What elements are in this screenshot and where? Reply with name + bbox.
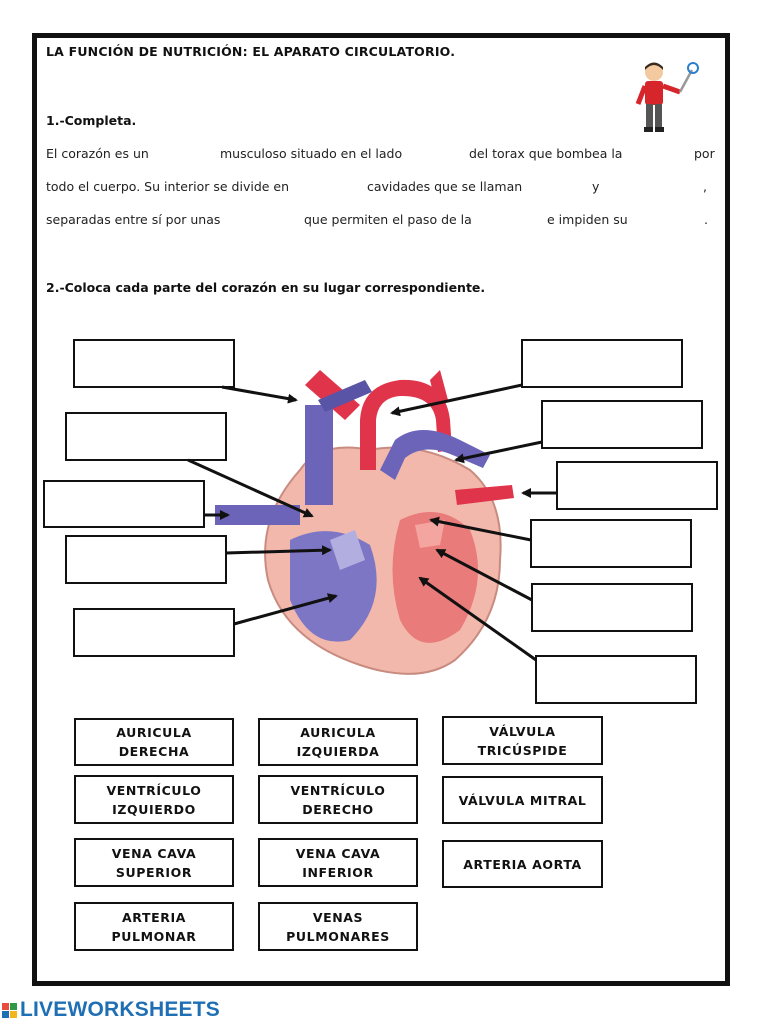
answer-box [521,339,683,388]
answer-box [531,583,693,632]
fill-blank-input[interactable] [306,179,366,199]
arrow [225,545,332,556]
arrow [390,383,523,417]
q1-text: y [592,179,600,194]
word-box[interactable]: VENA CAVA SUPERIOR [74,838,234,887]
answer-box [535,655,697,704]
answer-box [65,535,227,584]
arrow [435,548,533,602]
fill-blank-input[interactable] [480,212,546,232]
answer-box [556,461,718,510]
answer-box [541,400,703,449]
fill-blank-input[interactable] [630,146,692,166]
teacher-avatar-icon [635,62,699,132]
answer-box [73,339,235,388]
q1-text: todo el cuerpo. Su interior se divide en [46,179,290,194]
q1-text: cavidades que se llaman [367,179,523,194]
left-ventricle-shape [392,512,478,643]
liveworksheets-logo[interactable]: LIVEWORKSHEETS [2,998,220,1022]
question-2-label: 2.-Coloca cada parte del corazón en su l… [46,280,486,295]
word-box[interactable]: VENTRÍCULO DERECHO [258,775,418,824]
answer-box [530,519,692,568]
fill-blank-input[interactable] [232,212,304,232]
superior-vena-cava-shape [305,405,333,505]
word-box[interactable]: VENA CAVA INFERIOR [258,838,418,887]
pulmonary-artery-shape [380,430,490,480]
answer-box [65,412,227,461]
aorta-shape [360,379,452,470]
q1-text: separadas entre sí por unas [46,212,221,227]
answer-box [73,608,235,657]
fill-blank-input[interactable] [156,146,218,166]
word-box[interactable]: VÁLVULA TRICÚSPIDE [442,716,603,765]
arrow [221,385,298,404]
q1-text: , [703,179,707,194]
arrow [187,458,314,518]
q1-text: por [694,146,715,161]
q1-text: El corazón es un [46,146,149,161]
q1-text: del torax que bombea la [469,146,623,161]
question-1-label: 1.-Completa. [46,113,137,128]
logo-squares-icon [2,1002,17,1018]
word-box[interactable]: VÁLVULA MITRAL [442,776,603,824]
fill-blank-input[interactable] [632,212,704,232]
word-box[interactable]: AURICULA DERECHA [74,718,234,766]
word-box[interactable]: VENAS PULMONARES [258,902,418,951]
fill-blank-input[interactable] [606,179,704,199]
answer-box [43,480,205,528]
q1-text: e impiden su [547,212,628,227]
logo-text: LIVEWORKSHEETS [20,998,220,1021]
word-box[interactable]: AURICULA IZQUIERDA [258,718,418,766]
word-box[interactable]: VENTRÍCULO IZQUIERDO [74,775,234,824]
q1-text: . [704,212,708,227]
arrow [454,440,543,464]
q1-text: musculoso situado en el lado [220,146,403,161]
arrow [233,593,338,626]
fill-blank-input[interactable] [525,179,593,199]
page-title: LA FUNCIÓN DE NUTRICIÓN: EL APARATO CIRC… [46,44,456,59]
arrow [429,516,532,542]
arrow [418,576,537,662]
word-box[interactable]: ARTERIA AORTA [442,840,603,888]
q1-text: que permiten el paso de la [304,212,472,227]
word-box[interactable]: ARTERIA PULMONAR [74,902,234,951]
fill-blank-input[interactable] [405,146,467,166]
